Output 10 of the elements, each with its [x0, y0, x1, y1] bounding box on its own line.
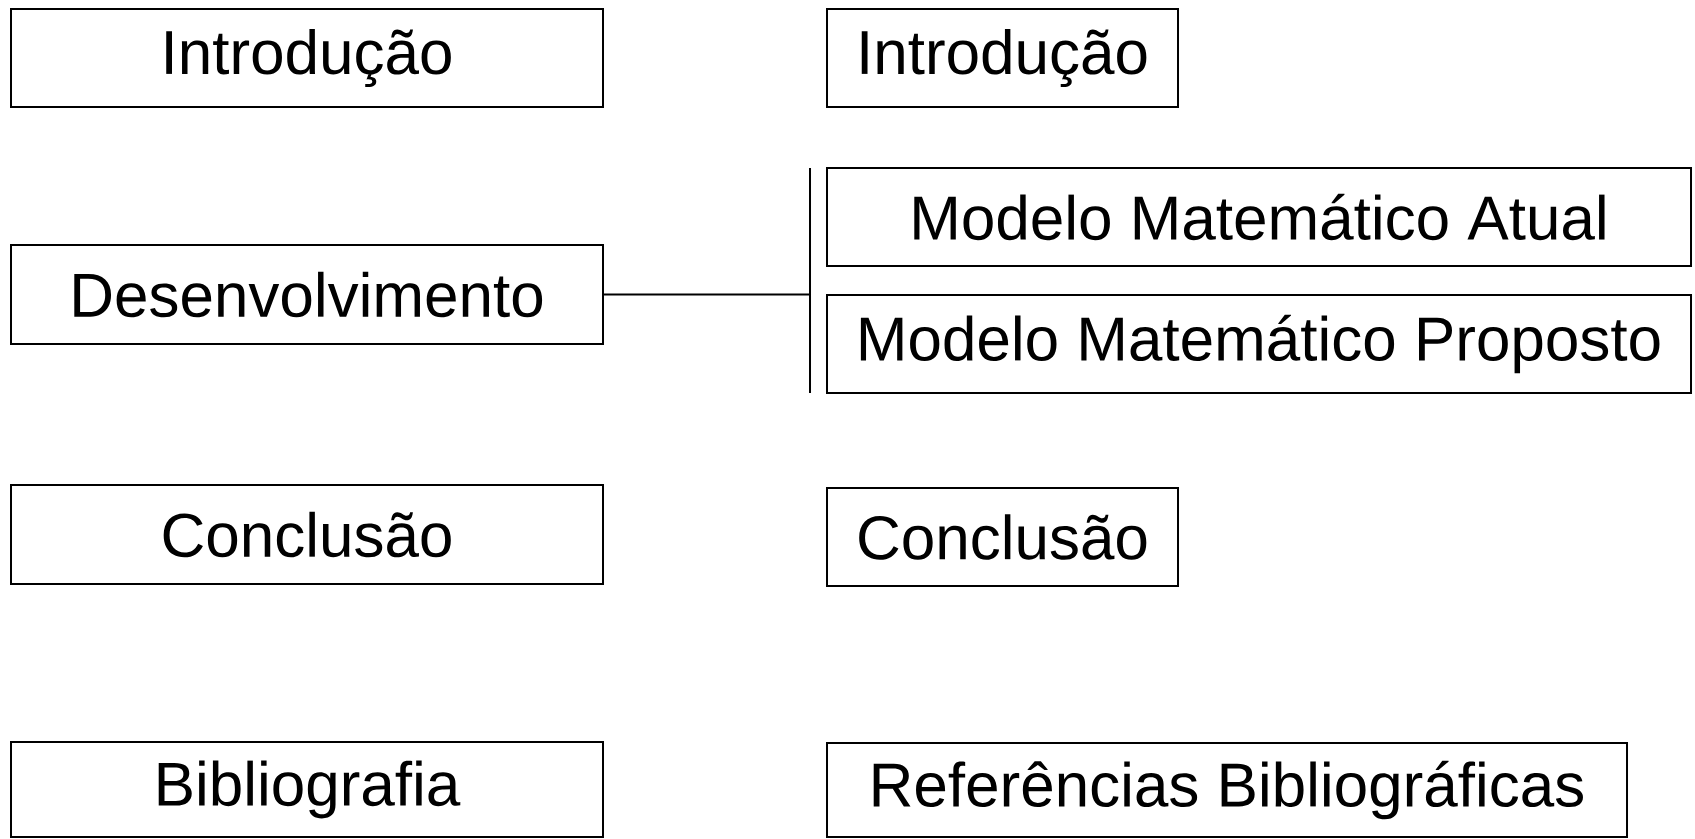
- bracket-connector: [603, 167, 811, 394]
- section-box: Modelo Matemático Atual: [826, 167, 1692, 267]
- section-box: Conclusão: [10, 484, 604, 585]
- section-box: Conclusão: [826, 487, 1179, 587]
- section-box: Desenvolvimento: [10, 244, 604, 345]
- section-box: Bibliografia: [10, 741, 604, 838]
- section-box: Referências Bibliográficas: [826, 742, 1628, 838]
- section-box: Introdução: [10, 8, 604, 108]
- section-box: Introdução: [826, 8, 1179, 108]
- section-box: Modelo Matemático Proposto: [826, 294, 1692, 394]
